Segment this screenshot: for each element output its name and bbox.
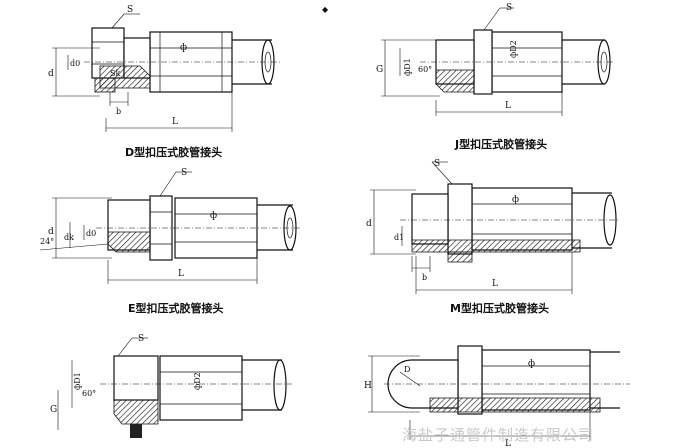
d-type-drawing: S d d0 ф Sk b L — [48, 5, 280, 132]
j-label-d1: фD1 — [403, 58, 412, 76]
e-label-angle: 24° — [40, 237, 54, 246]
m-label-b: b — [422, 273, 427, 282]
sheet-marker: ◆ — [322, 5, 329, 14]
bl-label-s: S — [138, 334, 144, 344]
e-label-dk: dk — [64, 233, 74, 242]
d-label-d: d — [48, 69, 54, 79]
j-type-drawing: S G фD1 фD2 60° L — [376, 3, 615, 116]
m-label-d: d — [366, 219, 372, 229]
caption-d-type: D型扣压式胶管接头 — [125, 145, 222, 159]
d-label-s: S — [127, 5, 133, 15]
e-label-phi: ф — [210, 211, 217, 221]
bottom-right-drawing: H D ф L — [364, 345, 630, 448]
e-label-d: d — [48, 227, 54, 237]
e-type-drawing: S d dk d0 ф 24° L — [39, 168, 302, 284]
br-label-d: D — [404, 365, 410, 374]
d-label-sk: Sk — [110, 69, 120, 78]
bl-label-g: G — [50, 405, 57, 415]
e-label-s: S — [181, 168, 187, 178]
br-label-h: H — [364, 381, 372, 391]
m-label-s: S — [434, 159, 440, 169]
d-label-phi: ф — [180, 43, 187, 53]
company-watermark: 海盐子通管件制造有限公司 — [402, 426, 594, 444]
caption-e-type: E型扣压式胶管接头 — [128, 301, 224, 315]
e-label-length: L — [178, 269, 184, 279]
j-label-s: S — [506, 3, 512, 13]
br-label-length: L — [505, 439, 511, 448]
caption-j-type: J型扣压式胶管接头 — [454, 137, 547, 151]
d-label-d0: d0 — [70, 59, 80, 68]
m-label-length: L — [492, 279, 498, 289]
bottom-left-drawing: S фD1 фD2 60° G — [50, 334, 292, 438]
j-label-d2: фD2 — [509, 40, 518, 58]
j-label-g: G — [376, 65, 383, 75]
j-label-angle: 60° — [418, 65, 432, 74]
br-label-phi: ф — [528, 359, 535, 369]
e-label-d0: d0 — [86, 229, 96, 238]
bl-label-d1: фD1 — [73, 372, 82, 390]
caption-m-type: M型扣压式胶管接头 — [450, 301, 549, 315]
bl-label-angle: 60° — [82, 389, 96, 398]
d-label-b: b — [116, 107, 121, 116]
m-type-drawing: S d d1 ф b L — [366, 159, 620, 294]
m-label-phi: ф — [512, 195, 519, 205]
bl-label-d2: фD2 — [193, 372, 202, 390]
j-label-length: L — [505, 101, 511, 111]
m-label-d1: d1 — [394, 233, 404, 242]
d-label-length: L — [172, 117, 178, 127]
